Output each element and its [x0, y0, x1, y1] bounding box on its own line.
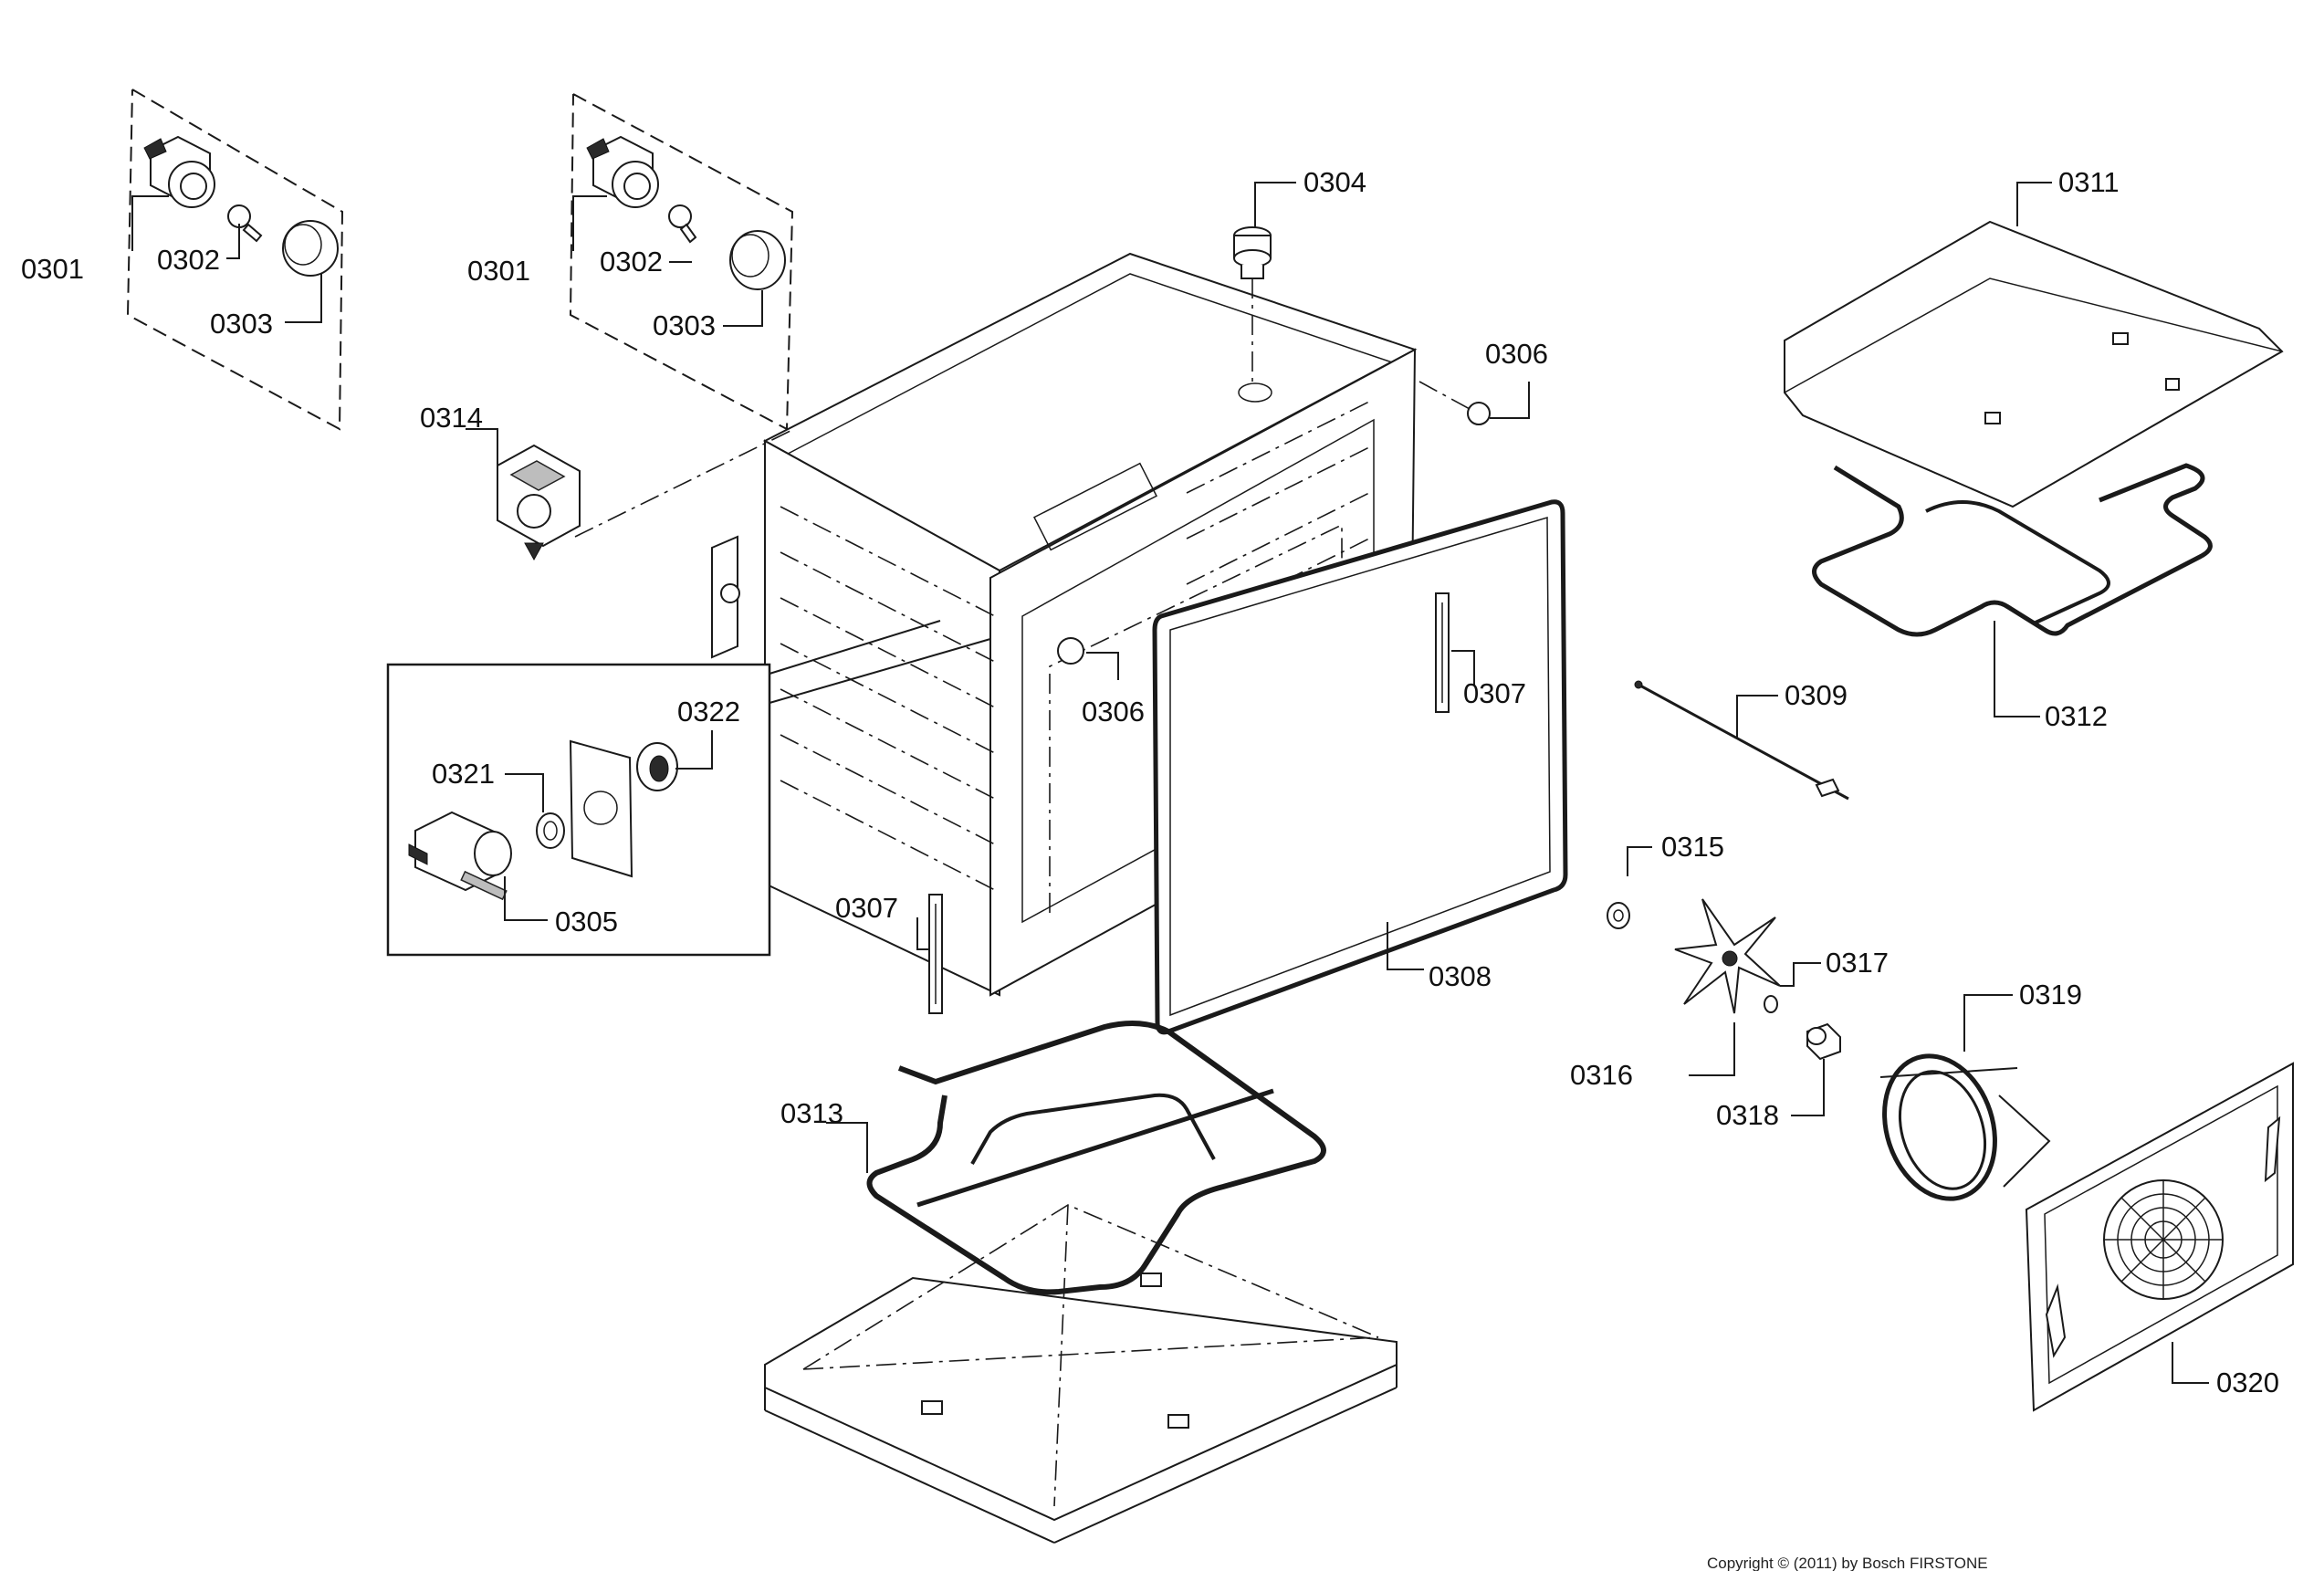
label-0308: 0308 [1429, 960, 1492, 992]
label-0319: 0319 [2019, 979, 2082, 1011]
lamp-socket-0301-left [143, 135, 215, 208]
label-0321: 0321 [432, 758, 495, 790]
fan-blade-0316 [1674, 898, 1781, 1076]
thermostat-0305 [408, 811, 512, 901]
convection-element-0319 [1879, 994, 2051, 1201]
label-0315: 0315 [1661, 831, 1724, 863]
label-0307-left: 0307 [835, 892, 898, 924]
label-0303-left: 0303 [210, 308, 273, 340]
lamp-bulb-0302-right [668, 204, 697, 244]
label-0306-top: 0306 [1485, 338, 1548, 370]
label-0313: 0313 [780, 1097, 843, 1129]
fitting-0304 [1233, 182, 1296, 383]
part-labels: 0301 0302 0303 0301 0302 0303 0304 0306 … [21, 166, 2279, 1398]
label-0316: 0316 [1570, 1059, 1633, 1091]
label-0301-left: 0301 [21, 253, 84, 285]
lamp-cover-0303-left [282, 220, 339, 277]
door-gasket-0308 [1152, 499, 1568, 1035]
label-0301-right: 0301 [467, 255, 530, 287]
label-0318: 0318 [1716, 1099, 1779, 1131]
nut-0322 [636, 742, 678, 791]
lamp-cover-0303-right [729, 230, 786, 290]
grommet-0306-mid [1057, 637, 1119, 680]
label-0309: 0309 [1785, 679, 1848, 711]
washer-0321 [536, 812, 565, 849]
lamp-assembly-left [126, 89, 344, 431]
label-0314: 0314 [420, 402, 483, 434]
label-0311: 0311 [2058, 166, 2120, 198]
lamp-socket-0301-right [586, 135, 659, 208]
label-0306-mid: 0306 [1082, 696, 1145, 728]
rail-0307-right [1435, 592, 1475, 713]
label-0305: 0305 [555, 906, 618, 937]
label-0303-right: 0303 [653, 309, 716, 341]
lamp-bulb-0302-left [227, 204, 263, 243]
grommet-0306-top [1418, 381, 1530, 425]
washer-0317 [1764, 962, 1821, 1013]
bake-element-0313 [826, 1021, 1326, 1295]
nut-0315 [1607, 846, 1652, 929]
label-0317: 0317 [1826, 947, 1889, 979]
broil-element-0312 [1812, 463, 2213, 717]
fan-cover-0320 [2025, 1062, 2294, 1412]
probe-0309 [1634, 680, 1849, 801]
label-0302-right: 0302 [600, 246, 663, 278]
label-0304: 0304 [1303, 166, 1366, 198]
thermostat-detail-inset [386, 620, 991, 957]
oven-bottom-pan [764, 1204, 1398, 1544]
label-0312: 0312 [2045, 700, 2108, 732]
fan-motor-0314 [466, 428, 795, 561]
label-0320: 0320 [2216, 1367, 2279, 1398]
label-0307-right: 0307 [1463, 677, 1526, 709]
copyright-notice: Copyright © (2011) by Bosch FIRSTONE [1707, 1555, 1988, 1571]
broil-reflector-0311 [1784, 182, 2284, 508]
rail-0307-left [916, 894, 943, 1014]
label-0322: 0322 [677, 696, 740, 728]
label-0302-left: 0302 [157, 244, 220, 276]
spacer-0318 [1791, 1022, 1841, 1116]
